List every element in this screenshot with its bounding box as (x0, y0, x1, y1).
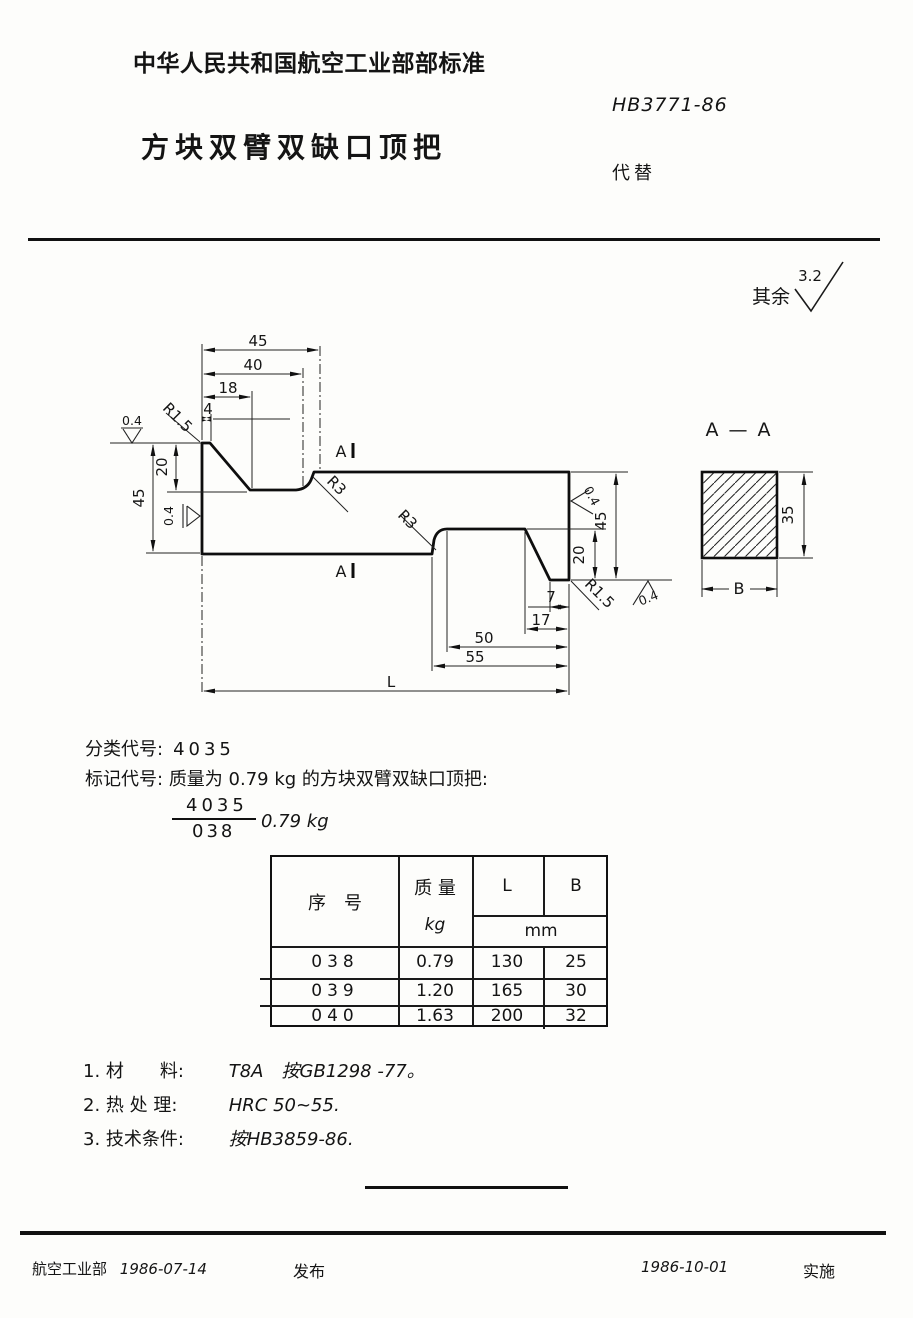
col-header-length: L (502, 876, 512, 896)
table-vline (543, 946, 545, 1029)
surface-note-label: 其余 (752, 286, 790, 308)
table-vline (543, 857, 545, 915)
footer-issue-date: 1986-07-14 (119, 1260, 207, 1278)
section-marker-top: A (336, 442, 347, 461)
dim-radius-r15-bottom-right: R1.5 (581, 575, 618, 612)
replaces-label: 代替 (612, 163, 656, 184)
cell-mass: 1.63 (416, 1006, 454, 1026)
technical-drawing: A A 0.4 0.4 0.4 0.4 45 40 18 4 20 45 45 … (110, 261, 844, 695)
pre-footer-rule (365, 1186, 568, 1189)
dimension-lines (110, 344, 672, 695)
cell-mass: 0.79 (416, 952, 454, 972)
dim-top-18: 18 (218, 379, 237, 397)
section-marker-bottom: A (336, 562, 347, 581)
dim-bottom-50: 50 (474, 629, 493, 647)
roughness-value-bottom-icon: 0.4 (636, 587, 660, 608)
standard-code: HB3771-86 (612, 94, 728, 116)
designation-label: 标记代号: (85, 769, 164, 790)
dim-section-B: B (734, 579, 745, 598)
section-cut-marks: A A (336, 442, 355, 581)
footer-implement-date: 1986-10-01 (641, 1258, 729, 1276)
surface-roughness-note: 其余 3.2 (752, 261, 844, 313)
cell-width: 32 (565, 1006, 587, 1026)
footer-implement-label: 实施 (803, 1262, 836, 1281)
header-rule (28, 238, 880, 241)
note-value: 按HB3859-86. (228, 1129, 354, 1150)
dim-right-20: 20 (570, 545, 588, 564)
cell-serial: 039 (311, 981, 359, 1001)
cell-length: 165 (490, 981, 524, 1001)
footer-issuer-block: 航空工业部 1986-07-14 (32, 1258, 207, 1279)
roughness-value-right-icon: 0.4 (581, 484, 604, 509)
classification-line: 分类代号: 4035 (85, 735, 235, 761)
col-header-unit: mm (524, 921, 558, 941)
designation-fraction-numerator: 4035 (186, 795, 248, 816)
dim-section-35: 35 (779, 505, 797, 524)
cell-width: 30 (565, 981, 587, 1001)
col-header-serial: 序 号 (308, 893, 362, 914)
dim-radius-r15-top-left: R1.5 (159, 399, 196, 436)
table-hline-row (260, 1005, 606, 1007)
note-label: 3. 技术条件: (83, 1129, 184, 1150)
dim-top-4: 4 (203, 400, 213, 418)
dim-left-45: 45 (130, 488, 148, 507)
fraction-bar (172, 818, 256, 820)
col-header-width: B (570, 876, 582, 896)
table-vline (398, 857, 400, 1025)
dim-bottom-7: 7 (546, 588, 556, 606)
designation-text: 质量为 0.79 kg 的方块双臂双缺口顶把: (168, 769, 488, 790)
note-value: T8A 按GB1298 -77。 (228, 1061, 425, 1082)
section-view-title: A — A (705, 419, 772, 441)
dim-right-45: 45 (592, 511, 610, 530)
roughness-value-left-icon: 0.4 (161, 506, 176, 526)
dim-bottom-55: 55 (465, 648, 484, 666)
note-material: 1. 材 料: T8A 按GB1298 -77。 (83, 1057, 425, 1083)
roughness-check-icon (794, 261, 844, 313)
note-label: 2. 热 处 理: (83, 1095, 178, 1116)
table-vline (472, 857, 474, 1025)
dim-top-40: 40 (243, 356, 262, 374)
cell-serial: 040 (311, 1006, 359, 1026)
footer-publish-label: 发布 (293, 1262, 326, 1281)
dim-top-45: 45 (248, 332, 267, 350)
dim-left-20: 20 (153, 457, 171, 476)
dim-4-arrows (202, 416, 211, 422)
footer-rule (20, 1231, 886, 1235)
designation-weight: 0.79 kg (261, 811, 329, 832)
table-hline-header (272, 946, 606, 948)
dim-radius-r3-top: R3 (323, 472, 350, 499)
dim-radius-r3-bottom: R3 (394, 506, 421, 533)
cell-serial: 038 (311, 952, 359, 972)
cell-length: 130 (490, 952, 524, 972)
note-technical-conditions: 3. 技术条件: 按HB3859-86. (83, 1125, 354, 1151)
standard-org-title: 中华人民共和国航空工业部部标准 (133, 51, 486, 77)
note-heat-treatment: 2. 热 处 理: HRC 50~55. (83, 1091, 340, 1117)
dim-bottom-17: 17 (531, 611, 550, 629)
cell-length: 200 (490, 1006, 524, 1026)
col-header-mass-unit: kg (424, 915, 446, 935)
note-value: HRC 50~55. (228, 1095, 340, 1116)
footer-issuer: 航空工业部 (32, 1260, 108, 1278)
designation-fraction-denominator: 038 (192, 821, 236, 842)
section-view-a-a: A — A 35 B (700, 419, 813, 598)
classification-value: 4035 (173, 739, 235, 760)
cell-mass: 1.20 (416, 981, 454, 1001)
col-header-mass: 质 量 (414, 878, 456, 899)
note-label: 1. 材 料: (83, 1061, 184, 1082)
roughness-value-top-left-icon: 0.4 (122, 413, 142, 428)
roughness-symbols (121, 427, 655, 606)
document-title: 方块双臂双缺口顶把 (141, 131, 448, 164)
table-hline-row (260, 978, 606, 980)
surface-note-value: 3.2 (798, 267, 822, 285)
spec-table: 序 号 质 量 kg L B mm 038 0.79 130 25 039 1.… (260, 855, 608, 1029)
dim-length-L: L (387, 673, 396, 691)
classification-label: 分类代号: (85, 739, 164, 760)
table-hline-mm (472, 915, 606, 917)
section-hatched-area (700, 470, 779, 560)
designation-line: 标记代号: 质量为 0.79 kg 的方块双臂双缺口顶把: (85, 765, 488, 791)
part-profile-outline (200, 441, 571, 582)
cell-width: 25 (565, 952, 587, 972)
